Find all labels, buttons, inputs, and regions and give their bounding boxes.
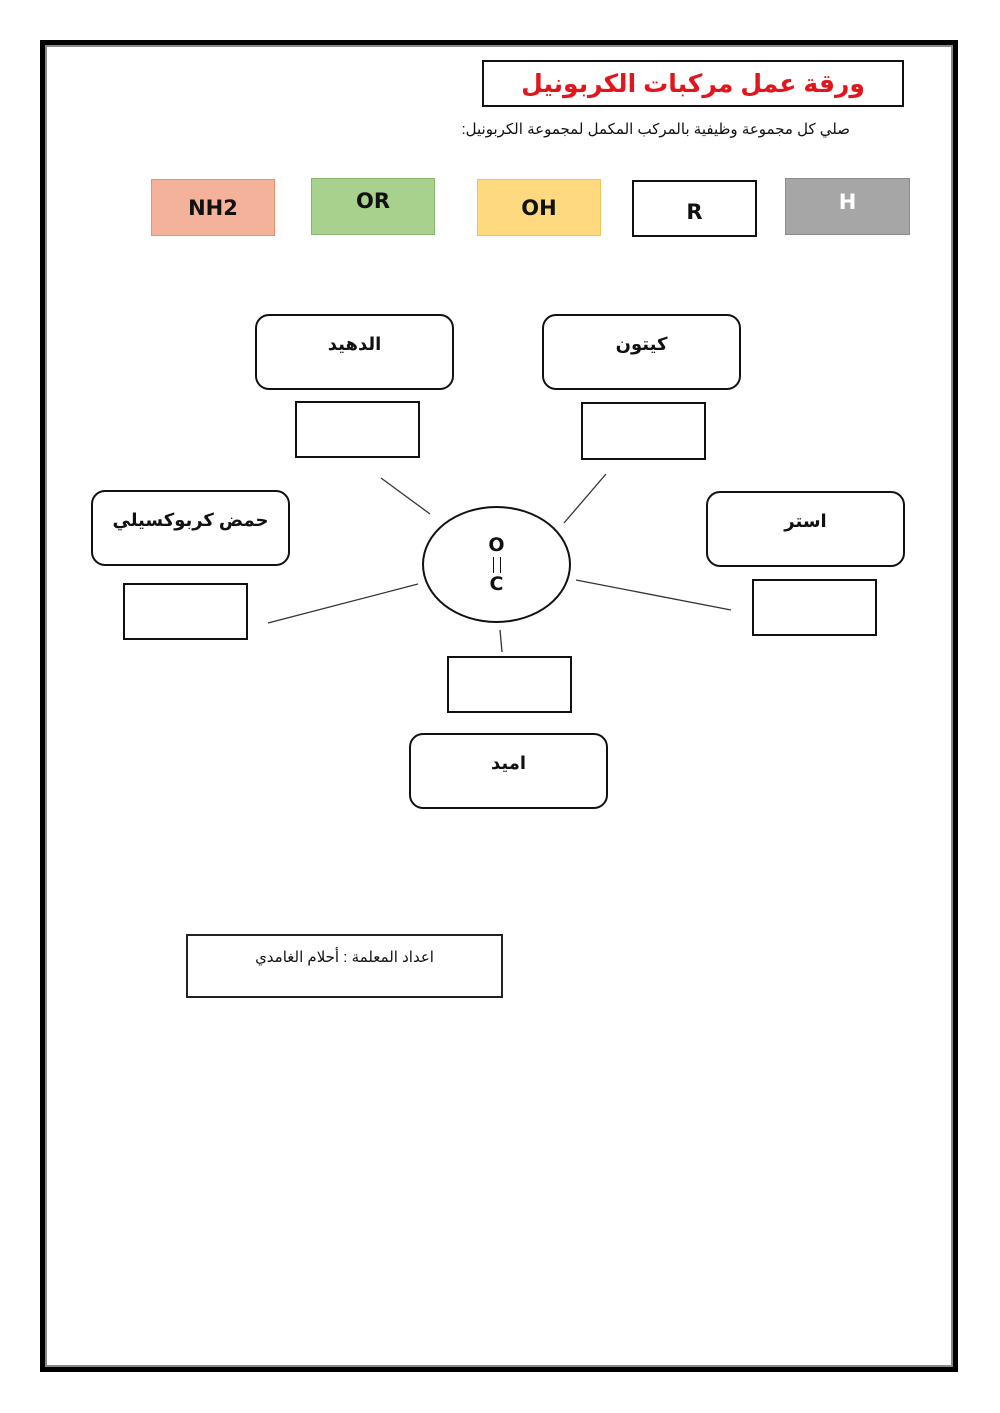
group-chip-label: OH (521, 195, 557, 220)
answer-box-ketone[interactable] (581, 402, 706, 460)
group-chip-nh2[interactable]: NH2 (151, 179, 275, 236)
group-chip-or[interactable]: OR (311, 178, 435, 235)
compound-label: اميد (490, 753, 527, 773)
compound-label: حمض كربوكسيلي (112, 510, 269, 530)
answer-box-aldehyde[interactable] (295, 401, 420, 458)
group-chip-h[interactable]: H (785, 178, 910, 235)
double-bond-icon (492, 556, 501, 573)
compound-label: استر (784, 511, 827, 531)
compound-label: الدهيد (327, 334, 382, 354)
page-border-outer (40, 40, 958, 1372)
compound-amide: اميد (409, 733, 608, 809)
compound-aldehyde: الدهيد (255, 314, 454, 390)
carbonyl-group-oval: O C (422, 506, 571, 623)
teacher-credit: اعداد المعلمة : أحلام الغامدي (255, 949, 434, 966)
group-chip-label: NH2 (188, 195, 238, 220)
oxygen-atom: O (488, 533, 505, 556)
compound-carboxylic-acid: حمض كربوكسيلي (91, 490, 290, 566)
group-chip-label: H (838, 190, 857, 214)
group-chip-label: OR (355, 189, 391, 213)
group-chip-label: R (686, 199, 703, 224)
page-border-inner (45, 45, 953, 1367)
answer-box-ester[interactable] (752, 579, 877, 636)
teacher-credit-box: اعداد المعلمة : أحلام الغامدي (186, 934, 503, 998)
carbon-atom: C (489, 572, 504, 595)
worksheet-title-box: ورقة عمل مركبات الكربونيل (482, 60, 904, 107)
group-chip-r[interactable]: R (632, 180, 757, 237)
compound-label: كيتون (615, 334, 668, 354)
instructions-text: صلي كل مجموعة وظيفية بالمركب المكمل لمجم… (461, 121, 850, 138)
answer-box-amide[interactable] (447, 656, 572, 713)
compound-ketone: كيتون (542, 314, 741, 390)
worksheet-title: ورقة عمل مركبات الكربونيل (521, 69, 865, 98)
answer-box-carboxylic-acid[interactable] (123, 583, 248, 640)
compound-ester: استر (706, 491, 905, 567)
group-chip-oh[interactable]: OH (477, 179, 601, 236)
